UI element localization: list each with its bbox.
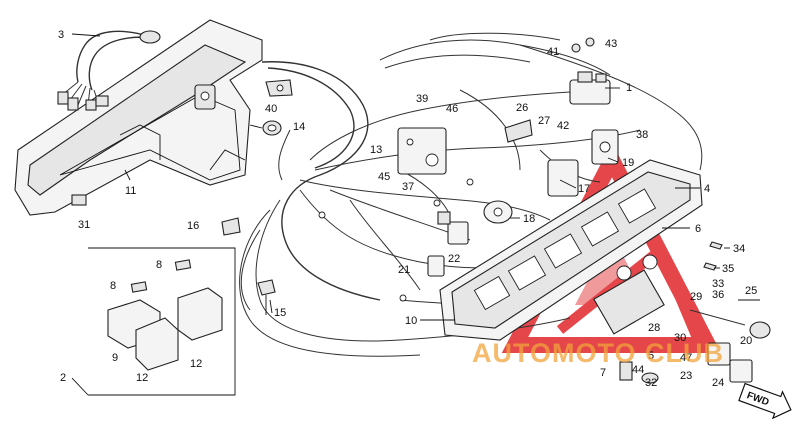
callout-44: 44: [632, 364, 644, 376]
forward-arrow: FWD: [738, 382, 792, 420]
callout-17: 17: [578, 183, 590, 195]
switch-21-22: [427, 211, 469, 277]
control-panel: [439, 159, 703, 341]
fastener-15: [257, 279, 276, 315]
callout-43: 43: [605, 38, 617, 50]
callout-8a: 8: [156, 259, 162, 271]
clamp-40: [265, 79, 293, 97]
callout-21: 21: [398, 264, 410, 276]
callout-labels: 1 2 3 4 5 6 7 8 8 9 10 11 12 12 13 14 15…: [58, 29, 757, 389]
screw-34-35: [703, 241, 723, 271]
screws-41-43: [571, 37, 595, 53]
callout-18: 18: [523, 213, 535, 225]
callout-5: 5: [648, 350, 654, 362]
callout-15: 15: [274, 307, 286, 319]
callout-14: 14: [293, 121, 305, 133]
callout-35: 35: [722, 263, 734, 275]
callout-42: 42: [557, 120, 569, 132]
fuse-holder-parts: [619, 309, 771, 384]
leader-lines: [71, 33, 760, 396]
relay-part-1: [569, 71, 611, 105]
callout-16: 16: [187, 220, 199, 232]
cover-set-2: [88, 247, 236, 396]
callout-46: 46: [446, 103, 458, 115]
callout-37: 37: [402, 181, 414, 193]
callout-36: 36: [712, 289, 724, 301]
callout-20: 20: [740, 335, 752, 347]
callout-39: 39: [416, 93, 428, 105]
sub-harness: [57, 30, 161, 111]
watermark-text: AUTOMOTO CLUB: [472, 338, 724, 368]
connector-16: [221, 217, 241, 236]
callout-4: 4: [704, 183, 710, 195]
callout-8b: 8: [110, 280, 116, 292]
callout-10: 10: [405, 315, 417, 327]
callout-28: 28: [648, 322, 660, 334]
callout-1: 1: [626, 82, 632, 94]
callout-11: 11: [125, 185, 136, 197]
callout-3: 3: [58, 29, 64, 41]
grommet-14: [262, 120, 282, 136]
callout-34: 34: [733, 243, 745, 255]
callout-47: 47: [680, 352, 692, 364]
switch-18: [483, 200, 513, 224]
callout-26: 26: [516, 102, 528, 114]
callout-33: 33: [712, 278, 724, 290]
callout-23: 23: [680, 370, 692, 382]
switch-17-19: [547, 129, 619, 197]
callout-29: 29: [690, 291, 702, 303]
callout-40: 40: [265, 103, 277, 115]
callout-7: 7: [600, 367, 606, 379]
callout-12b: 12: [190, 358, 202, 370]
callout-13: 13: [370, 144, 382, 156]
callout-19: 19: [622, 157, 634, 169]
callout-22: 22: [448, 253, 460, 265]
bracket-26: [504, 119, 533, 143]
callout-38: 38: [636, 129, 648, 141]
callout-9: 9: [112, 352, 118, 364]
callout-2: 2: [60, 372, 66, 384]
meter-case: [14, 19, 263, 216]
callout-6: 6: [695, 223, 701, 235]
callout-45: 45: [378, 171, 390, 183]
callout-30: 30: [674, 332, 686, 344]
callout-12a: 12: [136, 372, 148, 384]
callout-31: 31: [78, 219, 90, 231]
callout-41: 41: [547, 46, 559, 58]
meter-part-13: [397, 127, 447, 175]
callout-27: 27: [538, 115, 550, 127]
callout-24: 24: [712, 377, 724, 389]
callout-32: 32: [645, 377, 657, 389]
callout-25: 25: [745, 285, 757, 297]
